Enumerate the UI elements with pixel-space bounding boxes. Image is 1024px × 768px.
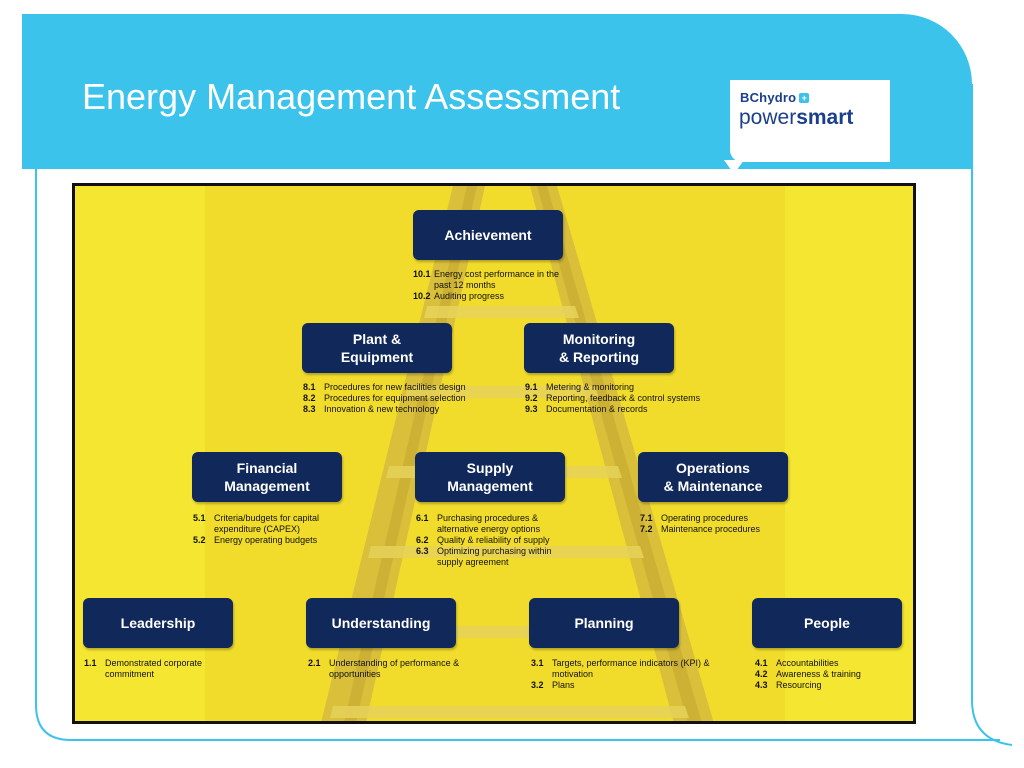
operations-label-line-1: Operations (676, 460, 750, 476)
financial-label-line-2: Management (224, 478, 310, 494)
planning-box: Planning (529, 598, 679, 648)
leadership-label: Leadership (120, 615, 196, 631)
monitoring-label-line-2: & Reporting (558, 349, 640, 365)
plant-label-line-2: Equipment (340, 349, 414, 365)
logo-brand-bold: smart (796, 106, 854, 129)
supply-management-box: Supply Management (415, 452, 565, 502)
people-box: People (752, 598, 902, 648)
operations-maintenance-box: Operations & Maintenance (638, 452, 788, 502)
bchydro-logo: BChydro+ (740, 90, 810, 105)
achievement-label: Achievement (444, 227, 532, 243)
people-label: People (804, 615, 850, 631)
operations-label-line-2: & Maintenance (663, 478, 763, 494)
monitoring-reporting-box: Monitoring & Reporting (524, 323, 674, 373)
supply-label-line-1: Supply (466, 460, 514, 476)
plus-icon: + (799, 93, 810, 103)
achievement-box: Achievement (413, 210, 563, 260)
understanding-label: Understanding (331, 615, 431, 631)
plant-equipment-box: Plant & Equipment (302, 323, 452, 373)
financial-label-line-1: Financial (236, 460, 298, 476)
logo-tab (730, 80, 890, 162)
planning-label: Planning (574, 615, 634, 631)
supply-label-line-2: Management (447, 478, 533, 494)
understanding-box: Understanding (306, 598, 456, 648)
logo-tab-notch (724, 160, 744, 174)
powersmart-logo: powersmart (739, 106, 853, 130)
financial-management-box: Financial Management (192, 452, 342, 502)
slide-title: Energy Management Assessment (82, 76, 621, 117)
logo-brand-light: power (739, 106, 797, 129)
plant-label-line-1: Plant & (352, 331, 402, 347)
leadership-box: Leadership (83, 598, 233, 648)
monitoring-label-line-1: Monitoring (562, 331, 636, 347)
logo-brand-top: BChydro (740, 90, 797, 105)
